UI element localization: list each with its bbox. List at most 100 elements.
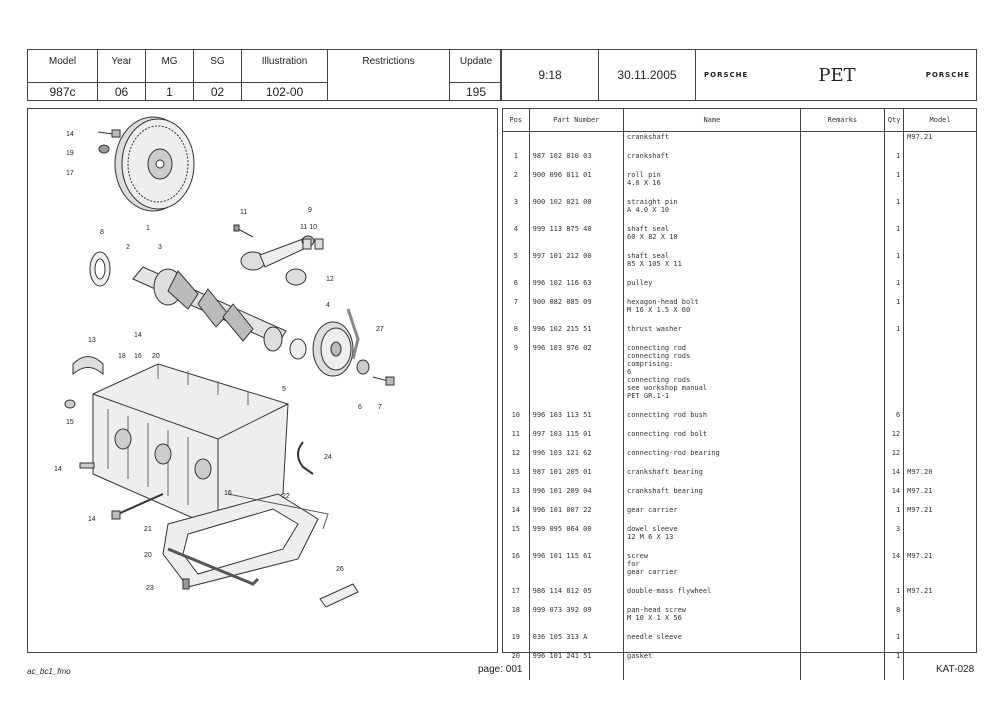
callout-label: 12 [326,276,334,283]
table-cell-model [904,297,976,324]
table-cell-part [529,131,625,151]
table-cell-remarks [800,151,886,170]
pulley-icon [312,321,354,377]
sg-label: SG [210,56,225,67]
table-cell-remarks [800,278,886,297]
table-cell-pos: 15 [503,524,530,551]
model-cell: Model 987c [28,50,98,100]
table-cell-qty: 1 [884,278,905,297]
brand-cell: PORSCHE PET PORSCHE [696,50,978,100]
table-cell-remarks [800,551,886,586]
table-cell-name: connecting rod bush [623,410,801,429]
table-cell-remarks [800,343,886,410]
callout-label: 4 [326,302,330,309]
sg-value: 02 [194,82,241,101]
table-cell-part: 996 102 215 51 [529,324,625,343]
callout-label: 11 [240,209,247,216]
table-cell-pos: 20 [503,651,530,670]
callout-label: 20 [152,353,160,360]
callout-label: 19 [66,150,74,157]
table-cell-model [904,151,976,170]
illustration-value: 102-00 [242,82,327,101]
callout-labels: 14 19 17 11 8 9 1 2 3 11 10 12 4 27 13 1… [54,131,384,592]
table-cell-pos: 10 [503,410,530,429]
callout-label: 8 [100,229,104,236]
table-cell-remarks [800,297,886,324]
callout-label: 26 [336,566,344,573]
table-cell-part: 997 101 212 00 [529,251,625,278]
table-cell-part: 996 101 115 61 [529,551,625,586]
table-cell-pos: 3 [503,197,530,224]
column-header: Remarks [800,109,886,132]
table-cell-pos: 8 [503,324,530,343]
table-filler-cell [529,670,625,680]
table-cell-model [904,251,976,278]
table-cell-remarks [800,467,886,486]
table-cell-model: M97.21 [907,133,933,141]
callout-label: 23 [146,585,154,592]
callout-label: 2 [126,244,130,251]
table-filler-row [503,670,976,680]
table-cell-qty: 12 [884,429,905,448]
update-value: 195 [450,82,502,101]
table-cell-qty: 1 [884,197,905,224]
date-value: 30.11.2005 [617,68,677,82]
table-cell-pos: 13 [503,486,530,505]
table-cell-part: 996 102 116 63 [529,278,625,297]
callout-label: 6 [358,404,362,411]
callout-label: 14 [134,332,142,339]
porsche-logo-left: PORSCHE [704,71,749,79]
table-cell-model [904,429,976,448]
table-cell-pos: 5 [503,251,530,278]
table-cell-qty: 14 [884,551,905,586]
table-cell-part: 987 102 010 03 [529,151,625,170]
callout-label: 17 [66,170,74,177]
table-cell-part: 900 102 021 00 [529,197,625,224]
table-cell-qty: 1 [884,632,905,651]
table-filler-cell [503,670,530,680]
table-cell-remarks [800,586,886,605]
table-cell-pos: 18 [503,605,530,632]
restrictions-label: Restrictions [362,56,415,67]
table-cell-name: hexagon-head bolt M 16 X 1.5 X 60 [623,297,801,324]
table-cell-pos: 1 [503,151,530,170]
time-cell: 9:18 [502,50,599,100]
table-cell-remarks [800,524,886,551]
table-cell-part: 996 103 121 62 [529,448,625,467]
table-cell-name: pan-head screw M 10 X 1 X 56 [623,605,801,632]
callout-label: 5 [282,386,286,393]
mg-value: 1 [146,82,193,101]
table-cell-model: M97.21 [907,552,933,560]
crankcase-icon [92,363,289,530]
table-cell-name: shaft seal 85 X 105 X 11 [623,251,801,278]
table-cell-name: crankshaft bearing [623,467,801,486]
table-cell-qty: 3 [884,524,905,551]
year-cell: Year 06 [98,50,146,100]
table-cell-model [904,170,976,197]
table-cell-pos: 14 [503,505,530,524]
table-cell-qty [884,131,905,151]
pet-title: PET [818,64,856,86]
table-cell-qty: 1 [884,324,905,343]
table-cell-pos: 6 [503,278,530,297]
table-cell-name: connecting-rod bearing [623,448,801,467]
connecting-rod-icon [233,224,315,271]
year-label: Year [111,56,132,67]
table-cell-remarks [800,486,886,505]
callout-label: 1 [146,225,150,232]
column-header: Pos [503,109,530,132]
callout-label: 3 [158,244,162,251]
table-cell-qty: 1 [884,151,905,170]
callout-label: 9 [308,207,312,214]
